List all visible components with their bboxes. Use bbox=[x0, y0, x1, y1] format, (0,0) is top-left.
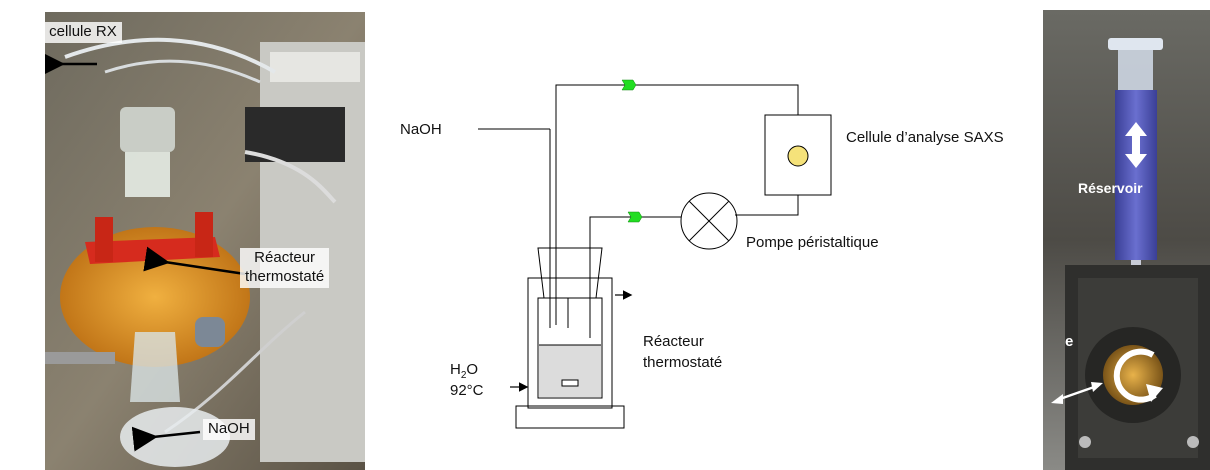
reactor-setup-illustration bbox=[45, 12, 365, 470]
reactor-liquid bbox=[539, 345, 601, 397]
saxs-cell-photo: Réservoir e bbox=[1043, 10, 1210, 470]
flow-schematic: NaOH Cellule d’analyse SAXS Pompe périst… bbox=[380, 40, 1040, 460]
saxs-cell-illustration bbox=[1043, 10, 1210, 470]
check-valve-top bbox=[621, 79, 637, 91]
cell-to-pump-line bbox=[735, 195, 799, 216]
e-label: e bbox=[1065, 333, 1074, 350]
diagonal-double-arrow bbox=[1056, 384, 1098, 402]
reactor-label: Réacteur thermostaté bbox=[240, 248, 330, 288]
temperature-label: 92°C bbox=[450, 382, 484, 399]
saxs-cell-dot bbox=[787, 145, 809, 167]
reservoir-syringe bbox=[1115, 90, 1157, 260]
photo-arrows bbox=[45, 51, 246, 452]
outlet-label: Vers cellule RX bbox=[45, 22, 122, 43]
water-label: H2O bbox=[450, 361, 478, 381]
naoh-label: NaOH bbox=[203, 419, 255, 440]
reactor-jacket bbox=[527, 277, 613, 409]
reactor-label-line1: Réacteur bbox=[643, 333, 704, 350]
reactor-stopper bbox=[537, 247, 603, 299]
reservoir-label: Réservoir bbox=[1078, 180, 1143, 196]
pump-label: Pompe péristaltique bbox=[746, 234, 879, 251]
schematic-naoh-label: NaOH bbox=[400, 121, 442, 138]
check-valve-bottom bbox=[627, 211, 643, 223]
reactor-setup-photo: Vers cellule RX Réacteur thermostaté NaO… bbox=[45, 12, 365, 470]
heater-stand bbox=[515, 405, 625, 429]
pump-symbol bbox=[680, 192, 738, 250]
vertical-double-arrow bbox=[1125, 122, 1147, 168]
saxs-cell-label: Cellule d’analyse SAXS bbox=[846, 129, 1004, 146]
reactor-label-line2: thermostaté bbox=[643, 354, 722, 371]
reactor-arrow bbox=[143, 246, 246, 276]
naoh-arrow bbox=[131, 426, 201, 452]
flow-diagram: NaOH Cellule d’analyse SAXS Pompe périst… bbox=[400, 79, 1004, 429]
rotation-arrow bbox=[1113, 348, 1157, 403]
return-line bbox=[555, 84, 799, 325]
